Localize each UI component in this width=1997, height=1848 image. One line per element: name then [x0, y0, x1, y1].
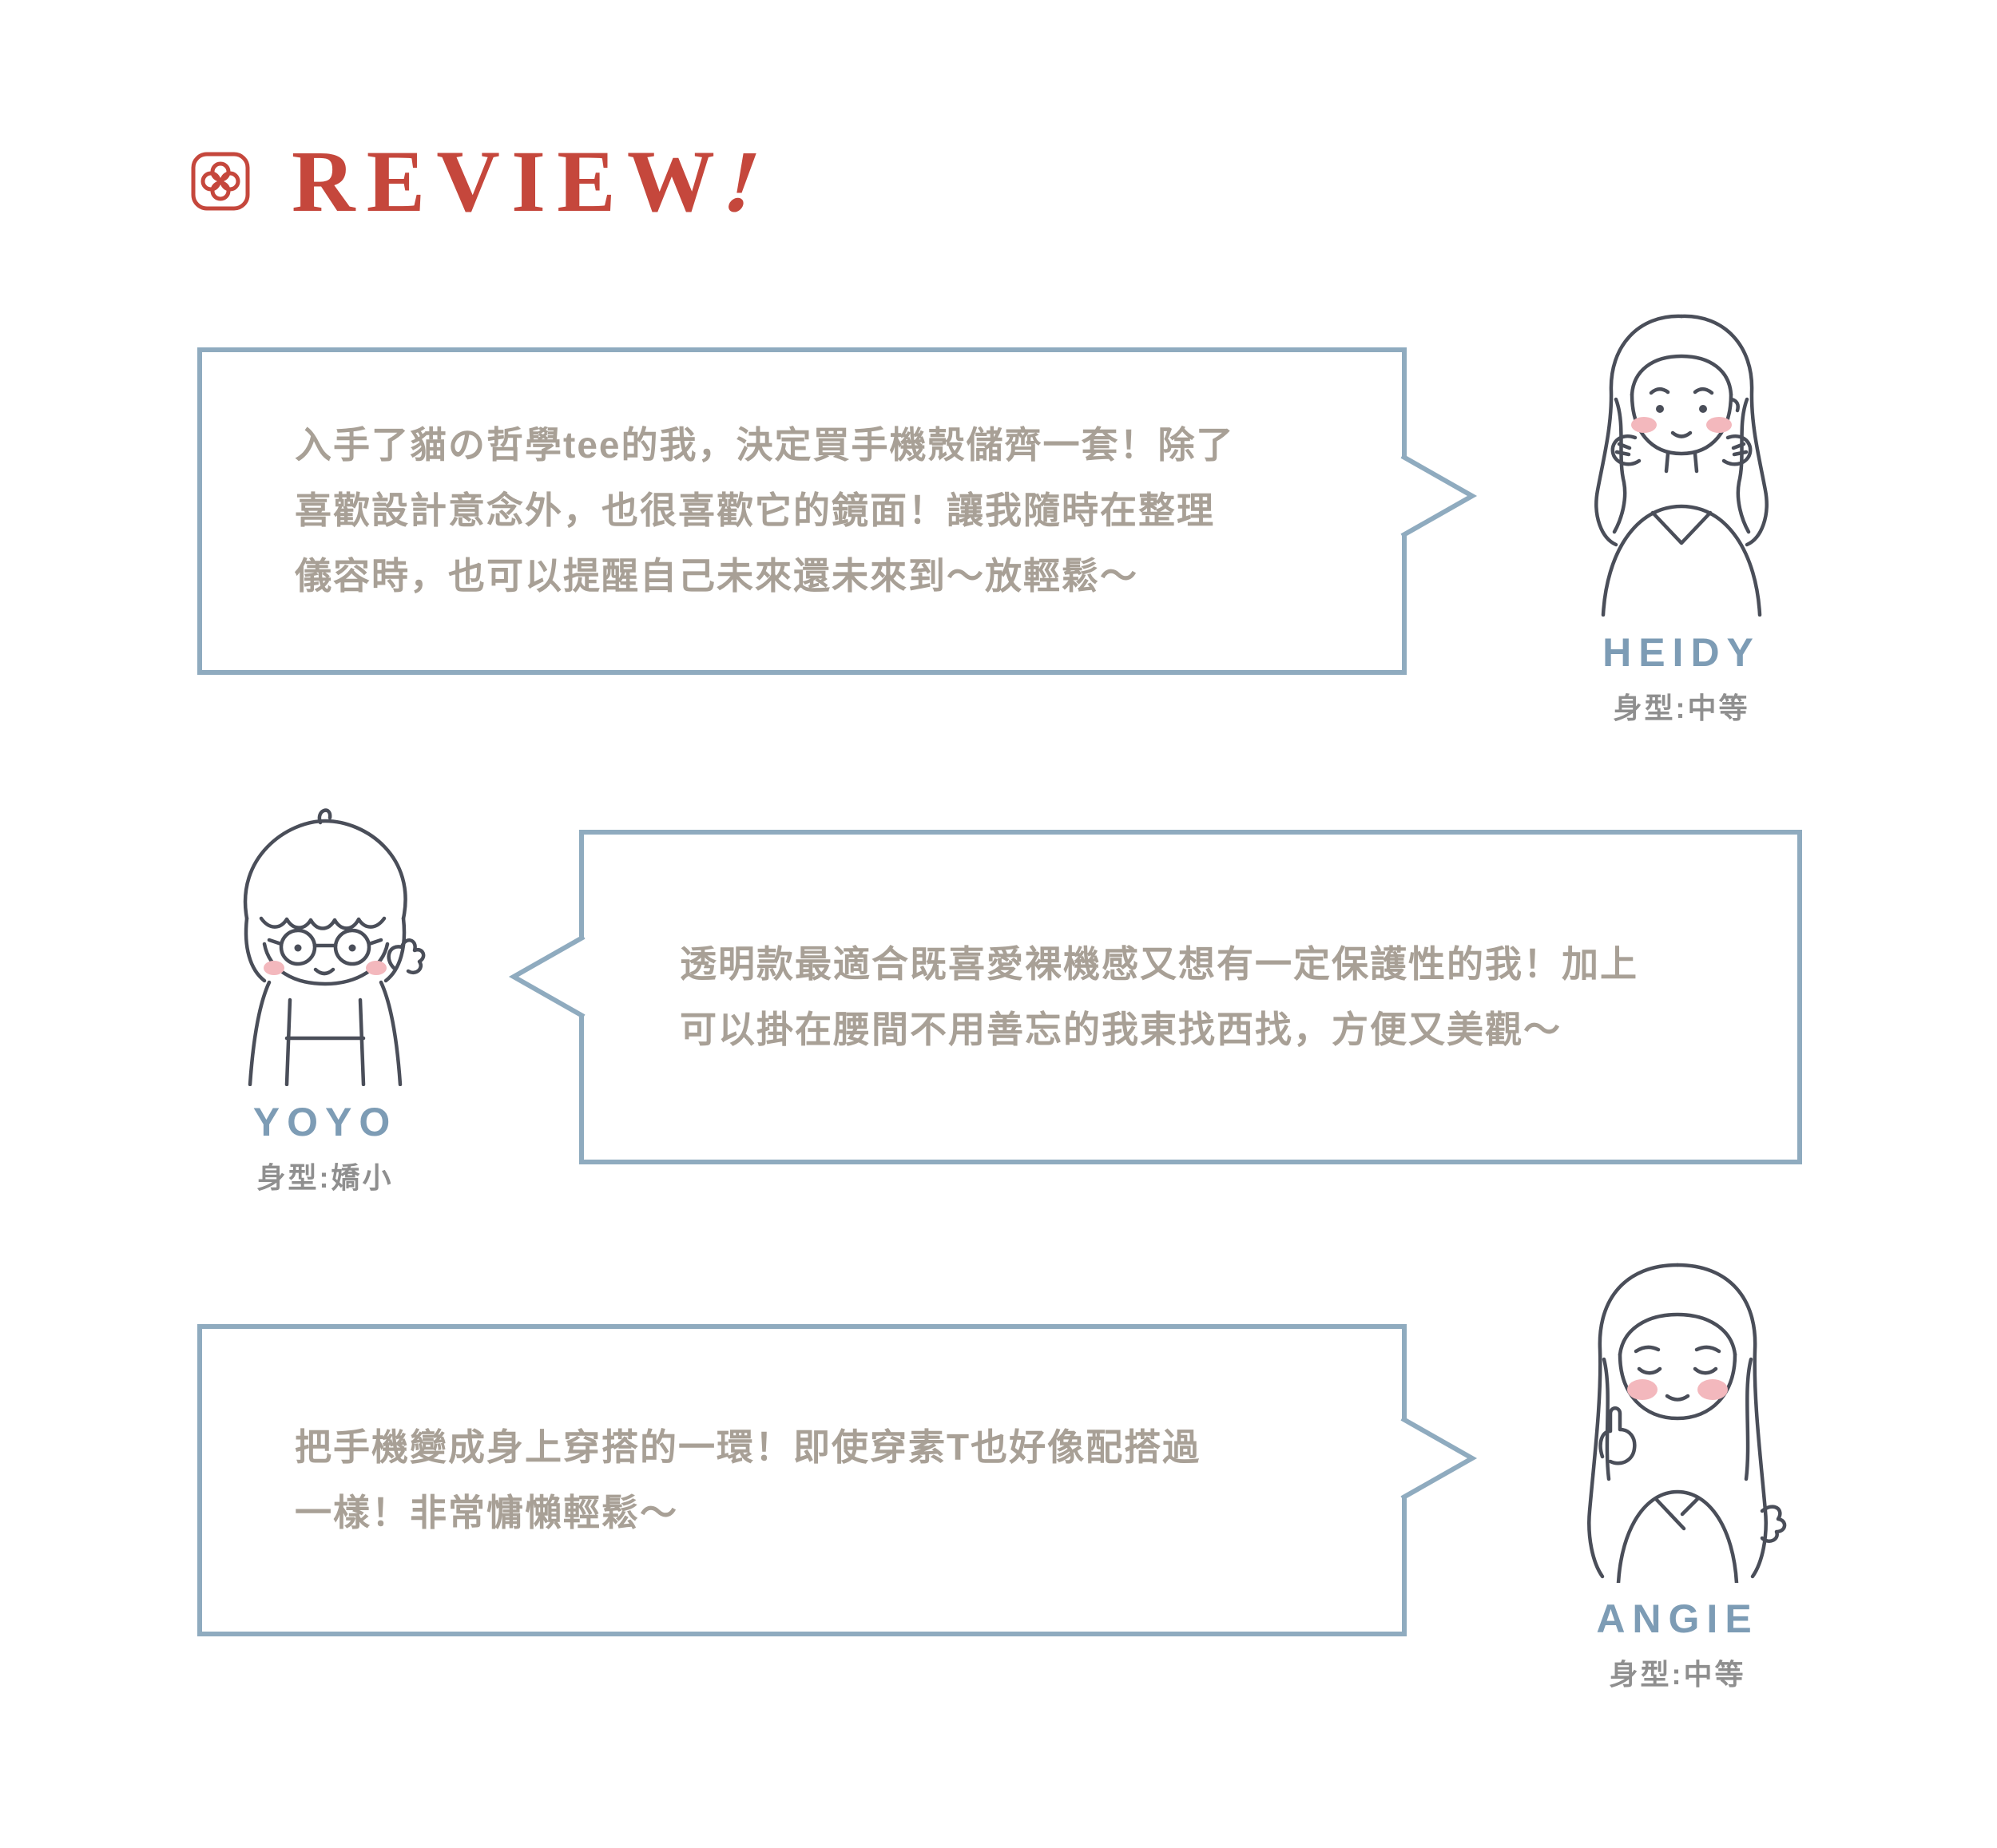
bubble-tail-left-icon	[508, 935, 586, 1018]
review-text-angie: 把手機變成身上穿搭的一環！即使穿素T也好像配搭過 一樣！非常慵懶輕鬆～	[295, 1426, 1201, 1533]
bubble-tail-right-icon	[1400, 454, 1478, 537]
reviewer-heidy: HEIDY 身型:中等	[1558, 297, 1805, 727]
reviewer-body-type: 身型:嬌小	[256, 1161, 394, 1194]
reviewer-angie: ANGIE 身型:中等	[1522, 1247, 1833, 1693]
section-header: REVIEW!	[189, 133, 782, 230]
reviewer-name: HEIDY	[1602, 630, 1761, 675]
angie-avatar-illustration	[1587, 1263, 1787, 1583]
reviewer-body-type: 身型:中等	[1613, 692, 1750, 724]
section-title-text: REVIEW	[292, 133, 727, 230]
yoyo-avatar-illustration	[243, 808, 426, 1086]
review-text-heidy: 入手了貓の哲學tee的我，決定買手機殼儲齊一套！除了 喜歡設計意念外，也很喜歡它…	[295, 424, 1235, 597]
review-bubble-angie: 把手機變成身上穿搭的一環！即使穿素T也好像配搭過 一樣！非常慵懶輕鬆～	[197, 1324, 1478, 1636]
reviewer-body-type: 身型:中等	[1609, 1658, 1746, 1691]
reviewer-yoyo: YOYO 身型:嬌小	[209, 799, 441, 1196]
review-bubble-heidy: 入手了貓の哲學tee的我，決定買手機殼儲齊一套！除了 喜歡設計意念外，也很喜歡它…	[197, 347, 1478, 675]
reviewer-name: YOYO	[252, 1100, 398, 1144]
reviewer-name: ANGIE	[1596, 1596, 1759, 1641]
knot-logo-icon	[191, 152, 250, 211]
heidy-avatar-illustration	[1594, 314, 1769, 617]
bubble-tail-right-icon	[1400, 1417, 1478, 1500]
section-title: REVIEW!	[292, 133, 782, 230]
review-text-yoyo: 透明款最適合既喜愛裸機感又想有一定保護性的我！加上 可以掛在腰間不用善忘的我東找…	[680, 942, 1638, 1050]
review-bubble-yoyo: 透明款最適合既喜愛裸機感又想有一定保護性的我！加上 可以掛在腰間不用善忘的我東找…	[508, 830, 1802, 1164]
